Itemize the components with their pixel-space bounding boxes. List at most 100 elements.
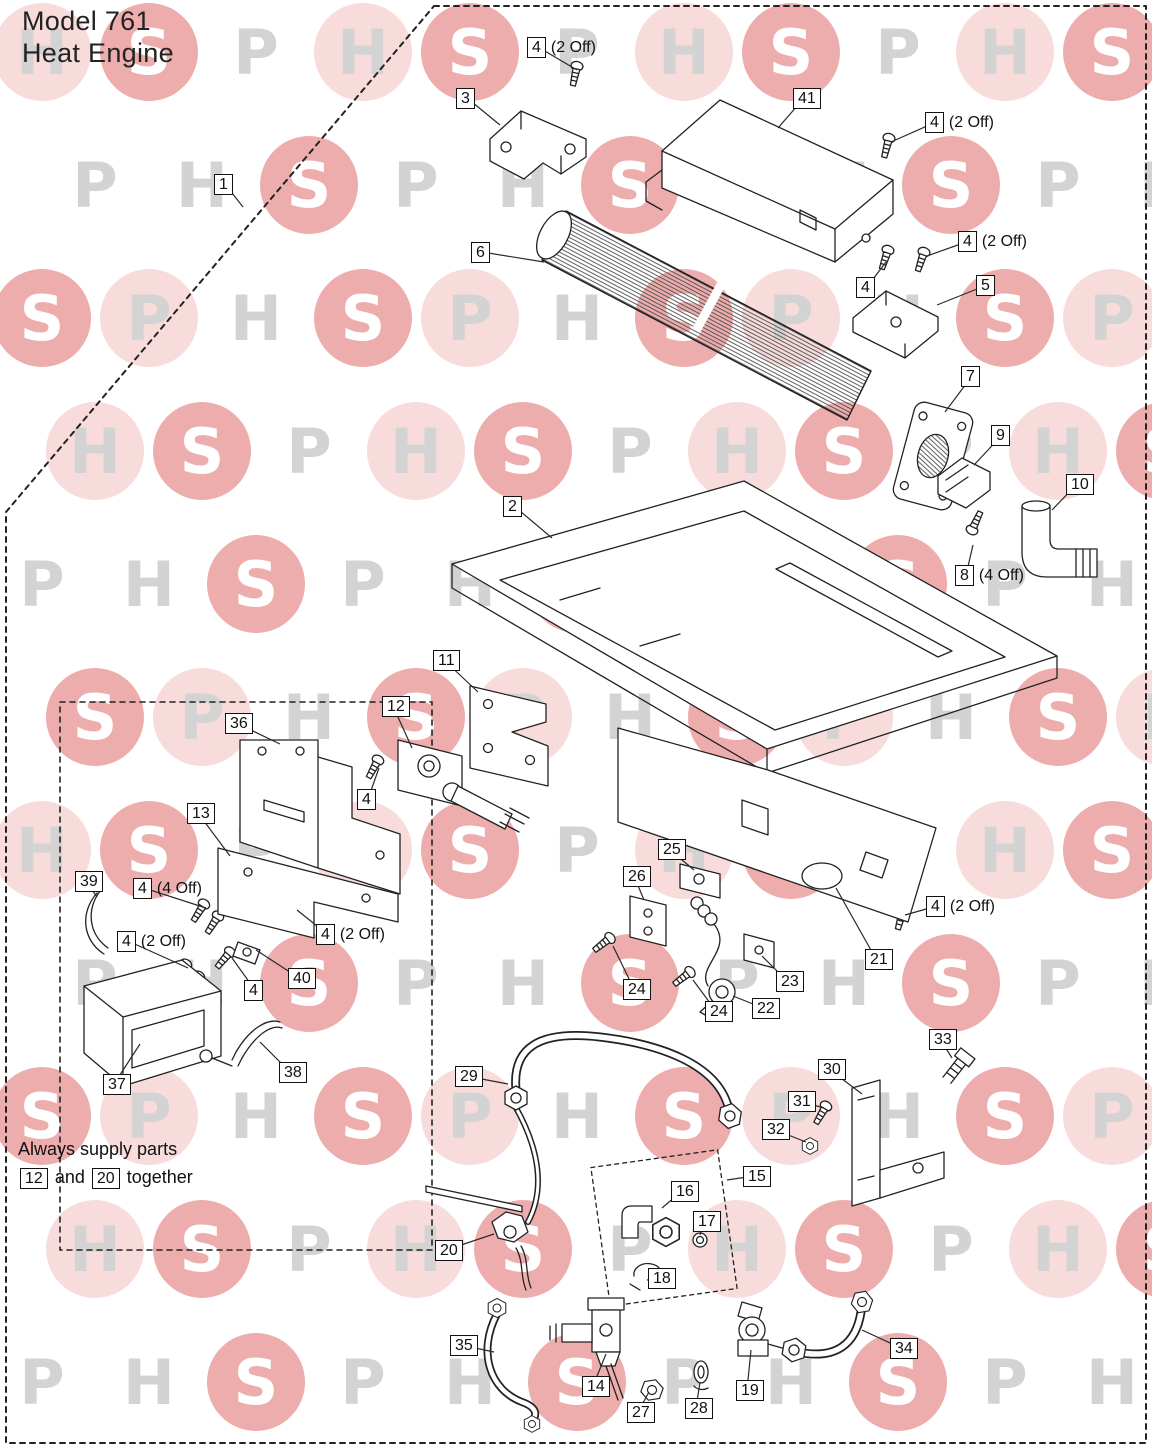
callout-box-part-15[interactable]: 15: [743, 1166, 771, 1187]
watermark-letter-s: S: [1063, 3, 1152, 101]
callout-box-part-25[interactable]: 25: [658, 839, 686, 860]
watermark-letter-s: S: [902, 934, 1000, 1032]
callout-box-part-8[interactable]: 8: [955, 565, 974, 586]
part-30-bracket: [851, 1079, 945, 1207]
callout-box-part-26[interactable]: 26: [623, 866, 651, 887]
watermark-letter-s: S: [0, 1067, 91, 1165]
watermark-letter-p: P: [607, 414, 653, 488]
watermark-letter-h: H: [1116, 934, 1152, 1032]
callout-box-part-23[interactable]: 23: [776, 971, 804, 992]
watermark-letter-p: P: [928, 1212, 974, 1286]
callout-box-part-38[interactable]: 38: [279, 1062, 307, 1083]
callout-box-part-17[interactable]: 17: [693, 1211, 721, 1232]
watermark-letter-s: S: [207, 535, 305, 633]
callout-part-5-8: 5: [976, 275, 995, 296]
watermark-letter-h: H: [635, 3, 733, 101]
watermark-letter-s: S: [46, 668, 144, 766]
watermark-letter-p: P: [19, 1345, 65, 1419]
watermark-letter-h: H: [497, 946, 549, 1020]
callout-box-part-4[interactable]: 4: [958, 231, 977, 252]
callout-box-part-24[interactable]: 24: [705, 1001, 733, 1022]
note-part-12-box[interactable]: 12: [20, 1167, 48, 1189]
callout-box-part-4[interactable]: 4: [527, 37, 546, 58]
callout-box-part-21[interactable]: 21: [865, 949, 893, 970]
callout-box-part-30[interactable]: 30: [818, 1059, 846, 1080]
callout-box-part-5[interactable]: 5: [976, 275, 995, 296]
callout-part-41-2: 41: [793, 88, 821, 109]
callout-box-part-37[interactable]: 37: [103, 1074, 131, 1095]
callout-box-part-18[interactable]: 18: [648, 1268, 676, 1289]
callout-box-part-4[interactable]: 4: [316, 924, 335, 945]
callout-box-part-4[interactable]: 4: [925, 112, 944, 133]
note-part-20-box[interactable]: 20: [91, 1167, 120, 1189]
callout-box-part-35[interactable]: 35: [450, 1335, 478, 1356]
callout-part-4-7: 4: [856, 277, 875, 298]
callout-box-part-19[interactable]: 19: [736, 1380, 764, 1401]
callout-box-part-9[interactable]: 9: [991, 425, 1010, 446]
callout-box-part-6[interactable]: 6: [471, 242, 490, 263]
part-34-pipe: [780, 1289, 875, 1365]
callout-box-part-4[interactable]: 4: [117, 931, 136, 952]
watermark-letter-s: S: [314, 269, 412, 367]
part-15-valve-kit: [590, 1149, 738, 1307]
part-11-bracket: [469, 685, 549, 787]
callout-box-part-39[interactable]: 39: [75, 871, 103, 892]
callout-box-part-36[interactable]: 36: [225, 713, 253, 734]
callout-box-part-29[interactable]: 29: [455, 1066, 483, 1087]
callout-box-part-28[interactable]: 28: [685, 1398, 713, 1419]
callout-box-part-20[interactable]: 20: [435, 1240, 463, 1261]
watermark-letter-s: S: [314, 1067, 412, 1165]
callout-part-40-32: 40: [288, 968, 316, 989]
callout-box-part-22[interactable]: 22: [752, 998, 780, 1019]
callout-box-part-12[interactable]: 12: [382, 696, 410, 717]
callout-part-19-49: 19: [736, 1380, 764, 1401]
callout-box-part-40[interactable]: 40: [288, 968, 316, 989]
callout-part-7-9: 7: [961, 366, 980, 387]
callout-box-part-1[interactable]: 1: [214, 174, 233, 195]
callout-box-part-32[interactable]: 32: [762, 1119, 790, 1140]
callout-part-10-11: 10: [1066, 474, 1094, 495]
callout-box-part-10[interactable]: 10: [1066, 474, 1094, 495]
callout-box-part-13[interactable]: 13: [187, 803, 215, 824]
watermark-letter-p: P: [340, 1345, 386, 1419]
part-16-elbow: [621, 1205, 653, 1239]
callout-part-38-34: 38: [279, 1062, 307, 1083]
callout-part-14-46: 14: [582, 1376, 610, 1397]
callout-box-part-4[interactable]: 4: [856, 277, 875, 298]
watermark-letter-s: S: [1063, 801, 1152, 899]
callout-box-part-4[interactable]: 4: [244, 980, 263, 1001]
callout-part-4-6: 4(2 Off): [958, 231, 1027, 252]
callout-part-16-41: 16: [671, 1181, 699, 1202]
callout-box-part-4[interactable]: 4: [357, 789, 376, 810]
watermark-letter-s: S: [421, 3, 519, 101]
callout-quantity-label: (2 Off): [981, 232, 1027, 250]
watermark-letter-h: H: [230, 281, 282, 355]
watermark-letter-h: H: [46, 402, 144, 500]
callout-box-part-7[interactable]: 7: [961, 366, 980, 387]
callout-box-part-3[interactable]: 3: [456, 88, 475, 109]
callout-box-part-33[interactable]: 33: [929, 1029, 957, 1050]
callout-part-37-33: 37: [103, 1074, 131, 1095]
callout-box-part-4[interactable]: 4: [926, 896, 945, 917]
part-38-wire-clip: [231, 1020, 283, 1067]
callout-box-part-27[interactable]: 27: [627, 1402, 655, 1423]
callout-quantity-label: (2 Off): [339, 925, 385, 943]
callout-part-11-14: 11: [433, 650, 460, 671]
callout-box-part-41[interactable]: 41: [793, 88, 821, 109]
callout-box-part-24[interactable]: 24: [623, 979, 651, 1000]
watermark-letter-s: S: [956, 269, 1054, 367]
watermark-letter-h: H: [872, 1079, 924, 1153]
callout-box-part-2[interactable]: 2: [503, 496, 522, 517]
callout-box-part-14[interactable]: 14: [582, 1376, 610, 1397]
watermark-letter-s: S: [795, 1200, 893, 1298]
watermark-letter-p: P: [421, 269, 519, 367]
callout-box-part-16[interactable]: 16: [671, 1181, 699, 1202]
callout-box-part-11[interactable]: 11: [433, 650, 460, 671]
callout-box-part-31[interactable]: 31: [788, 1091, 816, 1112]
callout-box-part-4[interactable]: 4: [133, 878, 152, 899]
watermark-letter-p: P: [393, 946, 439, 1020]
watermark-letter-s: S: [153, 402, 251, 500]
callout-part-26-20: 26: [623, 866, 651, 887]
callout-box-part-34[interactable]: 34: [890, 1338, 918, 1359]
watermark-letter-p: P: [393, 148, 439, 222]
